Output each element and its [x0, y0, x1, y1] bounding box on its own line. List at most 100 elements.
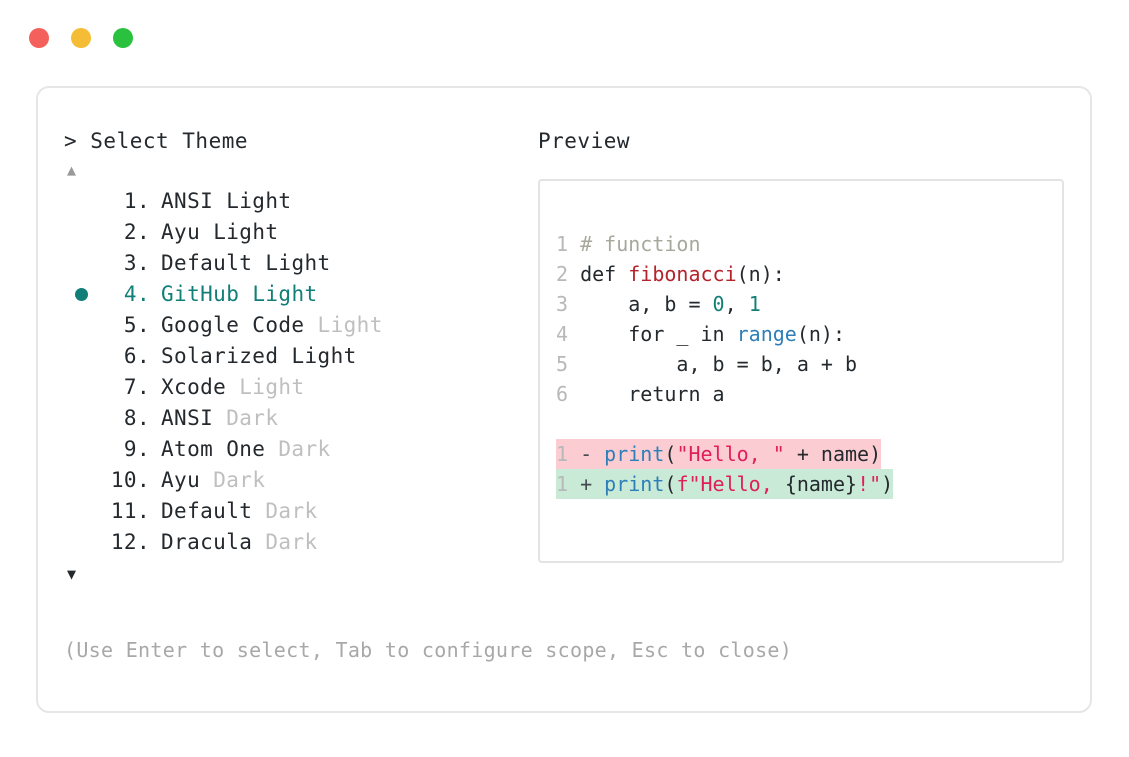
theme-item-variant: Dark: [226, 406, 279, 430]
code-line: 2 def fibonacci(n):: [556, 259, 785, 289]
code-token: # function: [568, 232, 701, 256]
code-token: !": [857, 472, 882, 496]
code-token: fibonacci: [628, 262, 737, 286]
theme-list-item[interactable]: 10. Ayu Dark: [64, 465, 534, 496]
window-titlebar: [0, 0, 1129, 76]
code-token: ): [881, 472, 894, 496]
line-number: 5: [556, 352, 569, 376]
theme-list-item[interactable]: 3.Default Light: [64, 248, 534, 279]
close-icon[interactable]: [29, 28, 49, 48]
code-line: 1 # function: [556, 229, 701, 259]
code-line: 3 a, b = 0, 1: [556, 289, 761, 319]
theme-list-item[interactable]: 11. Default Dark: [64, 496, 534, 527]
theme-list-item[interactable]: 9. Atom One Dark: [64, 434, 534, 465]
code-line: 4 for _ in range(n):: [556, 319, 845, 349]
code-token: a, b = b, a + b: [568, 352, 858, 376]
line-number: 3: [556, 292, 569, 316]
theme-item-name: Atom One Dark: [161, 437, 331, 461]
code-token: (n):: [796, 322, 846, 346]
theme-item-name: GitHub Light: [161, 282, 318, 306]
theme-item-number: 6.: [123, 344, 150, 368]
code-token: ,: [724, 292, 749, 316]
code-token: a, b =: [568, 292, 713, 316]
preview-label: Preview: [538, 129, 631, 153]
theme-item-number: 2.: [123, 220, 150, 244]
theme-item-name: Ayu Dark: [161, 468, 266, 492]
theme-item-variant: Light: [291, 344, 357, 368]
code-line: 5 a, b = b, a + b: [556, 349, 857, 379]
diff-marker: -: [568, 442, 605, 466]
code-token: (n):: [736, 262, 785, 286]
code-token: range: [736, 322, 797, 346]
code-token: f"Hello,: [676, 472, 785, 496]
theme-item-number: 10.: [110, 468, 150, 492]
code-token: "Hello, ": [676, 442, 785, 466]
theme-list-item[interactable]: 2. Ayu Light: [64, 217, 534, 248]
code-token: print: [604, 472, 665, 496]
keyboard-hint: (Use Enter to select, Tab to configure s…: [64, 638, 793, 662]
theme-item-number: 7.: [123, 375, 150, 399]
code-spacer: [556, 409, 1056, 439]
theme-list-item[interactable]: 12. Dracula Dark: [64, 527, 534, 558]
line-number: 1: [556, 472, 569, 496]
code-token: print: [604, 442, 665, 466]
code-token: + name): [784, 442, 882, 466]
theme-item-variant: Light: [226, 189, 292, 213]
theme-item-variant: Dark: [213, 468, 266, 492]
theme-list-item[interactable]: 1. ANSI Light: [64, 186, 534, 217]
selected-bullet-icon: [64, 288, 98, 301]
theme-item-number: 9.: [123, 437, 150, 461]
theme-list-item[interactable]: 4. GitHub Light: [64, 279, 534, 310]
theme-list-item[interactable]: 5.Google Code Light: [64, 310, 534, 341]
theme-item-variant: Dark: [265, 499, 318, 523]
maximize-icon[interactable]: [113, 28, 133, 48]
theme-list-item[interactable]: 7. Xcode Light: [64, 372, 534, 403]
code-line: 6 return a: [556, 379, 725, 409]
theme-item-variant: Light: [252, 282, 318, 306]
theme-item-number: 3.: [123, 251, 150, 275]
line-number: 6: [556, 382, 569, 406]
diff-removed-line: 1 - print("Hello, " + name): [556, 439, 882, 469]
code-token: def: [568, 262, 629, 286]
theme-item-number: 4.: [123, 282, 150, 306]
line-number: 1: [556, 232, 569, 256]
theme-selector-card: > Select Theme ▲ 1. ANSI Light 2. Ayu Light…: [36, 86, 1092, 713]
code-token: for _ in: [568, 322, 737, 346]
theme-item-name: Xcode Light: [161, 375, 305, 399]
theme-list-item[interactable]: 6. Solarized Light: [64, 341, 534, 372]
theme-item-variant: Light: [213, 220, 279, 244]
theme-list-pane: > Select Theme ▲ 1. ANSI Light 2. Ayu Light…: [64, 126, 534, 588]
code-token: (: [664, 472, 677, 496]
theme-item-name: ANSI Light: [161, 189, 292, 213]
code-token: 1: [748, 292, 761, 316]
theme-list-item[interactable]: 8. ANSI Dark: [64, 403, 534, 434]
page-title: > Select Theme: [64, 129, 249, 153]
theme-item-number: 1.: [123, 189, 150, 213]
line-number: 1: [556, 442, 569, 466]
theme-item-number: 12.: [110, 530, 150, 554]
theme-item-variant: Light: [265, 251, 331, 275]
scroll-down-icon[interactable]: ▼: [67, 565, 77, 583]
theme-item-variant: Light: [317, 313, 383, 337]
theme-item-name: Default Dark: [161, 499, 318, 523]
theme-item-name: Dracula Dark: [161, 530, 318, 554]
line-number: 2: [556, 262, 569, 286]
theme-item-name: Ayu Light: [161, 220, 279, 244]
theme-item-number: 8.: [123, 406, 150, 430]
theme-item-name: Solarized Light: [161, 344, 357, 368]
code-token: (: [664, 442, 677, 466]
diff-added-line: 1 + print(f"Hello, {name}!"): [556, 469, 894, 499]
theme-item-variant: Light: [239, 375, 305, 399]
code-token: {name}: [784, 472, 858, 496]
code-token: 0: [712, 292, 725, 316]
diff-marker: +: [568, 472, 605, 496]
theme-item-name: Google Code Light: [161, 313, 383, 337]
theme-item-name: ANSI Dark: [161, 406, 279, 430]
scroll-up-icon[interactable]: ▲: [67, 161, 77, 179]
theme-item-number: 11.: [110, 499, 150, 523]
minimize-icon[interactable]: [71, 28, 91, 48]
theme-item-variant: Dark: [278, 437, 331, 461]
